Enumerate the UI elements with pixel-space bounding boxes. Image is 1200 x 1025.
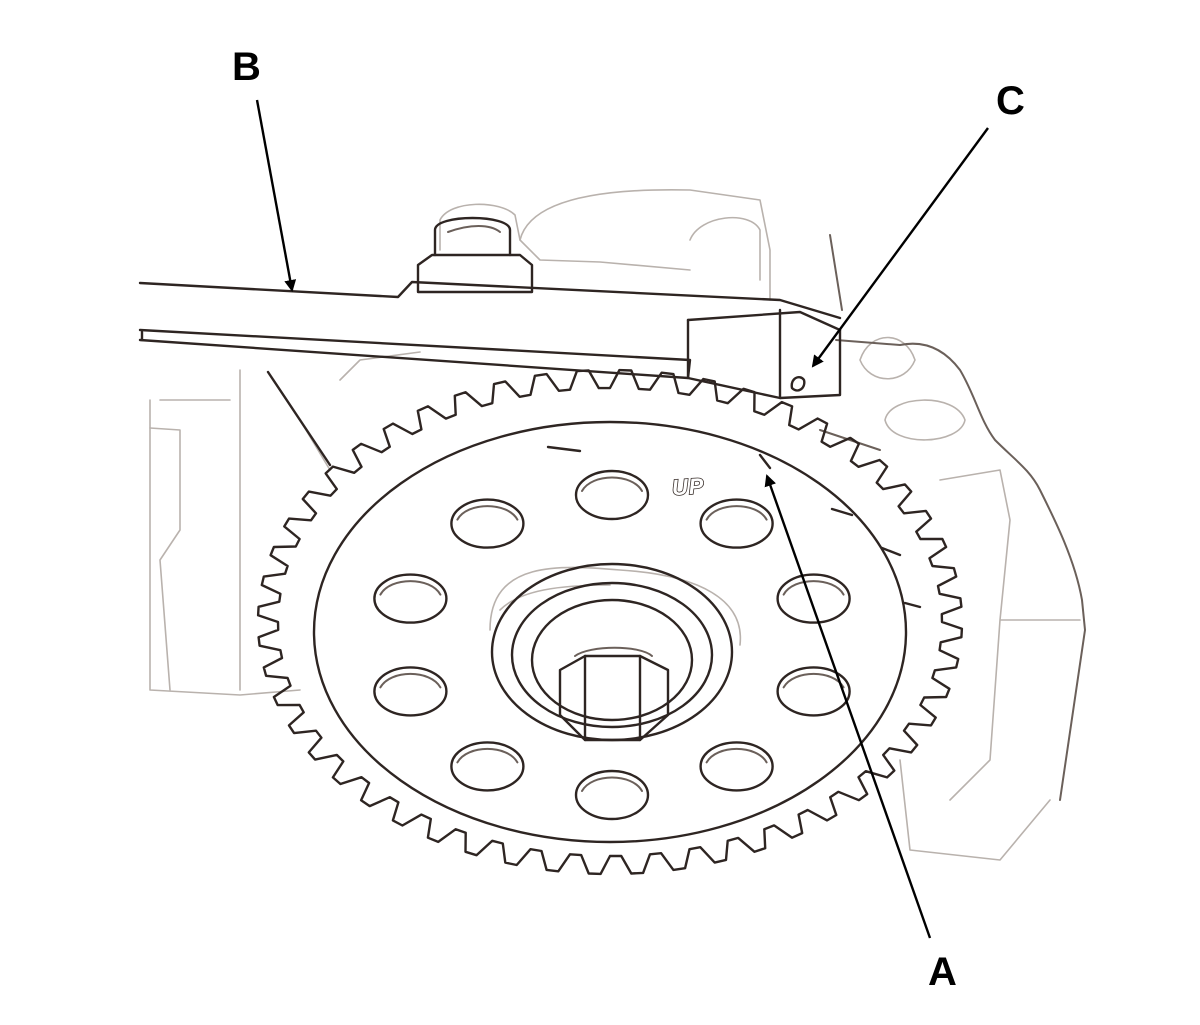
leader-b: [255, 99, 297, 292]
gear-hole-edge: [379, 580, 442, 596]
gear-hole-edge: [705, 505, 768, 521]
gear-hole-edge: [782, 580, 845, 596]
leader-a: [764, 474, 932, 939]
upper-bolt: [416, 216, 534, 294]
gear-hole-edge: [581, 776, 643, 792]
gear-tooth-profile: [256, 368, 964, 876]
gear-hole-edge: [456, 747, 519, 764]
leader-arrows: [255, 99, 989, 939]
gear-hole: [574, 469, 650, 521]
gear-hole: [574, 769, 650, 821]
gear-hole: [776, 573, 851, 624]
gear-hole: [699, 498, 774, 549]
gear-hole-edge: [581, 476, 643, 492]
gear-hole-edge: [456, 505, 519, 521]
gear-hole-edge: [379, 672, 442, 689]
housing-outline: [819, 234, 1086, 801]
center-bolt: [558, 646, 670, 742]
gear-hub: [489, 562, 742, 742]
gear-hole-edge: [705, 747, 768, 764]
gear-teeth: [256, 368, 964, 876]
gear-hole: [373, 666, 448, 717]
gear-hole: [373, 573, 448, 624]
leader-c: [811, 127, 989, 368]
gear-holes: [373, 469, 851, 821]
gear-hole: [699, 741, 774, 792]
gear-hole: [776, 666, 851, 717]
callout-a: A: [928, 950, 957, 994]
gear-face: [312, 420, 908, 844]
gear-hole: [450, 498, 525, 549]
gear-hole-edge: [782, 672, 845, 689]
alignment-marks: [546, 445, 922, 609]
straightedge-tool: [138, 280, 842, 467]
up-stamp: UP: [671, 473, 705, 500]
gear-hole: [450, 741, 525, 792]
callout-b: B: [232, 45, 261, 89]
callout-c: C: [996, 79, 1025, 123]
